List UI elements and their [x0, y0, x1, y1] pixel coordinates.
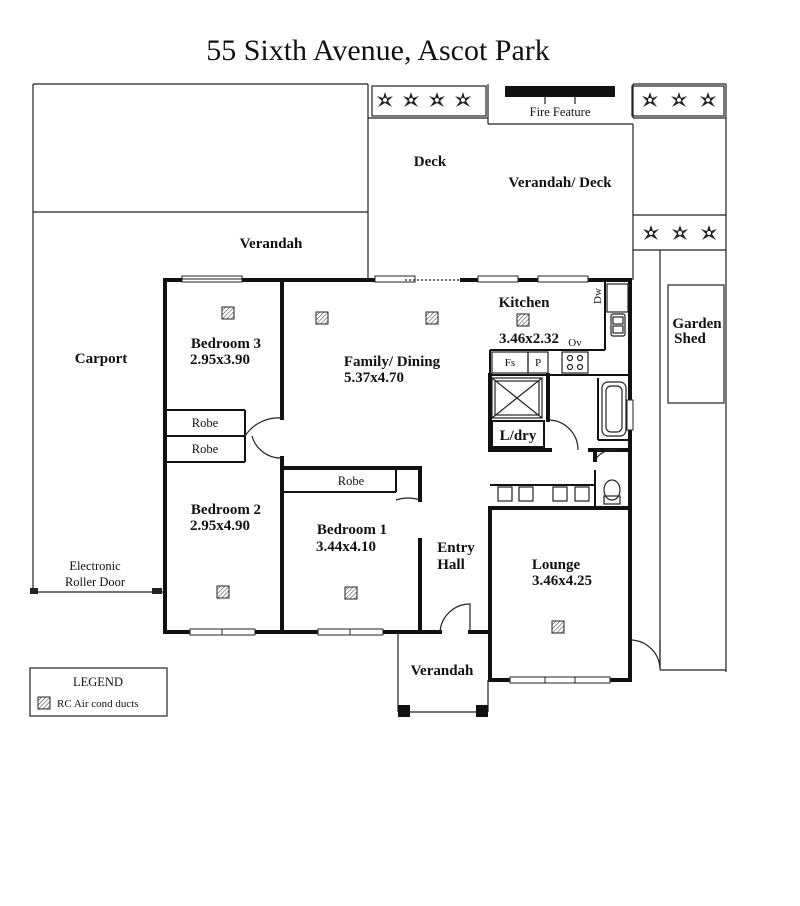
robe-label: Robe	[192, 416, 219, 430]
svg-text:Garden: Garden	[672, 316, 722, 332]
windows	[181, 275, 634, 684]
svg-text:Hall: Hall	[437, 557, 465, 573]
svg-text:2.95x4.90: 2.95x4.90	[190, 518, 250, 534]
laundry-fixtures: L/dry	[491, 377, 545, 448]
svg-text:Bedroom 1: Bedroom 1	[317, 522, 387, 538]
roller-door-label: Roller Door	[65, 575, 126, 589]
laundry-label: L/dry	[500, 428, 537, 444]
electronic-label: Electronic	[69, 559, 121, 573]
kitchen-fixtures: Dw Fs P Ov	[491, 283, 629, 374]
robe-label: Robe	[338, 474, 365, 488]
pantry-label: P	[535, 357, 541, 369]
site-boundary	[30, 83, 727, 672]
legend: LEGEND RC Air cond ducts	[29, 667, 168, 717]
oven-label: Ov	[568, 337, 582, 349]
garden-bed-top-left	[371, 85, 487, 117]
legend-title: LEGEND	[73, 675, 123, 689]
room-family-dining: Family/ Dining 5.37x4.70	[315, 311, 441, 386]
garden-bed-right	[643, 225, 717, 240]
svg-text:Family/ Dining: Family/ Dining	[344, 354, 441, 370]
svg-text:3.44x4.10: 3.44x4.10	[316, 539, 376, 555]
svg-text:Bedroom 3: Bedroom 3	[191, 336, 261, 352]
bathroom-fixtures	[497, 381, 627, 505]
svg-text:Lounge: Lounge	[532, 557, 581, 573]
room-kitchen: Kitchen 3.46x2.32	[499, 295, 559, 347]
svg-text:Entry: Entry	[437, 540, 475, 556]
page-title: 55 Sixth Avenue, Ascot Park	[206, 34, 550, 67]
robe-label: Robe	[192, 442, 219, 456]
garden-shed: Garden Shed	[667, 284, 725, 404]
verandah-top-label: Verandah	[240, 236, 303, 252]
svg-text:Shed: Shed	[674, 331, 706, 347]
garden-bed-top-right	[631, 85, 725, 117]
room-bedroom-1: Robe Bedroom 1 3.44x4.10	[316, 474, 387, 600]
svg-text:3.46x4.25: 3.46x4.25	[532, 573, 592, 589]
verandah-front-label: Verandah	[411, 663, 474, 679]
carport-label: Carport	[75, 351, 128, 367]
svg-text:Kitchen: Kitchen	[499, 295, 550, 311]
room-bedroom-2: Bedroom 2 2.95x4.90	[190, 502, 261, 599]
room-bedroom-3: Bedroom 3 2.95x3.90	[190, 306, 261, 368]
legend-item: RC Air cond ducts	[57, 698, 139, 710]
svg-text:3.46x2.32: 3.46x2.32	[499, 331, 559, 347]
fire-feature-label: Fire Feature	[530, 105, 591, 119]
dishwasher-label: Dw	[592, 288, 604, 304]
svg-text:5.37x4.70: 5.37x4.70	[344, 370, 404, 386]
robes-bedroom-3-2: Robe Robe	[192, 416, 219, 456]
room-lounge: Lounge 3.46x4.25	[532, 557, 592, 634]
room-entry-hall: Entry Hall	[437, 540, 475, 573]
doors	[244, 279, 661, 669]
verandah-deck-label: Verandah/ Deck	[508, 175, 612, 191]
duct-icon	[37, 696, 51, 710]
deck-label: Deck	[414, 154, 447, 170]
fridge-space-label: Fs	[505, 357, 515, 369]
svg-text:2.95x3.90: 2.95x3.90	[190, 352, 250, 368]
svg-text:Bedroom 2: Bedroom 2	[191, 502, 261, 518]
fire-feature: Fire Feature	[505, 86, 615, 119]
